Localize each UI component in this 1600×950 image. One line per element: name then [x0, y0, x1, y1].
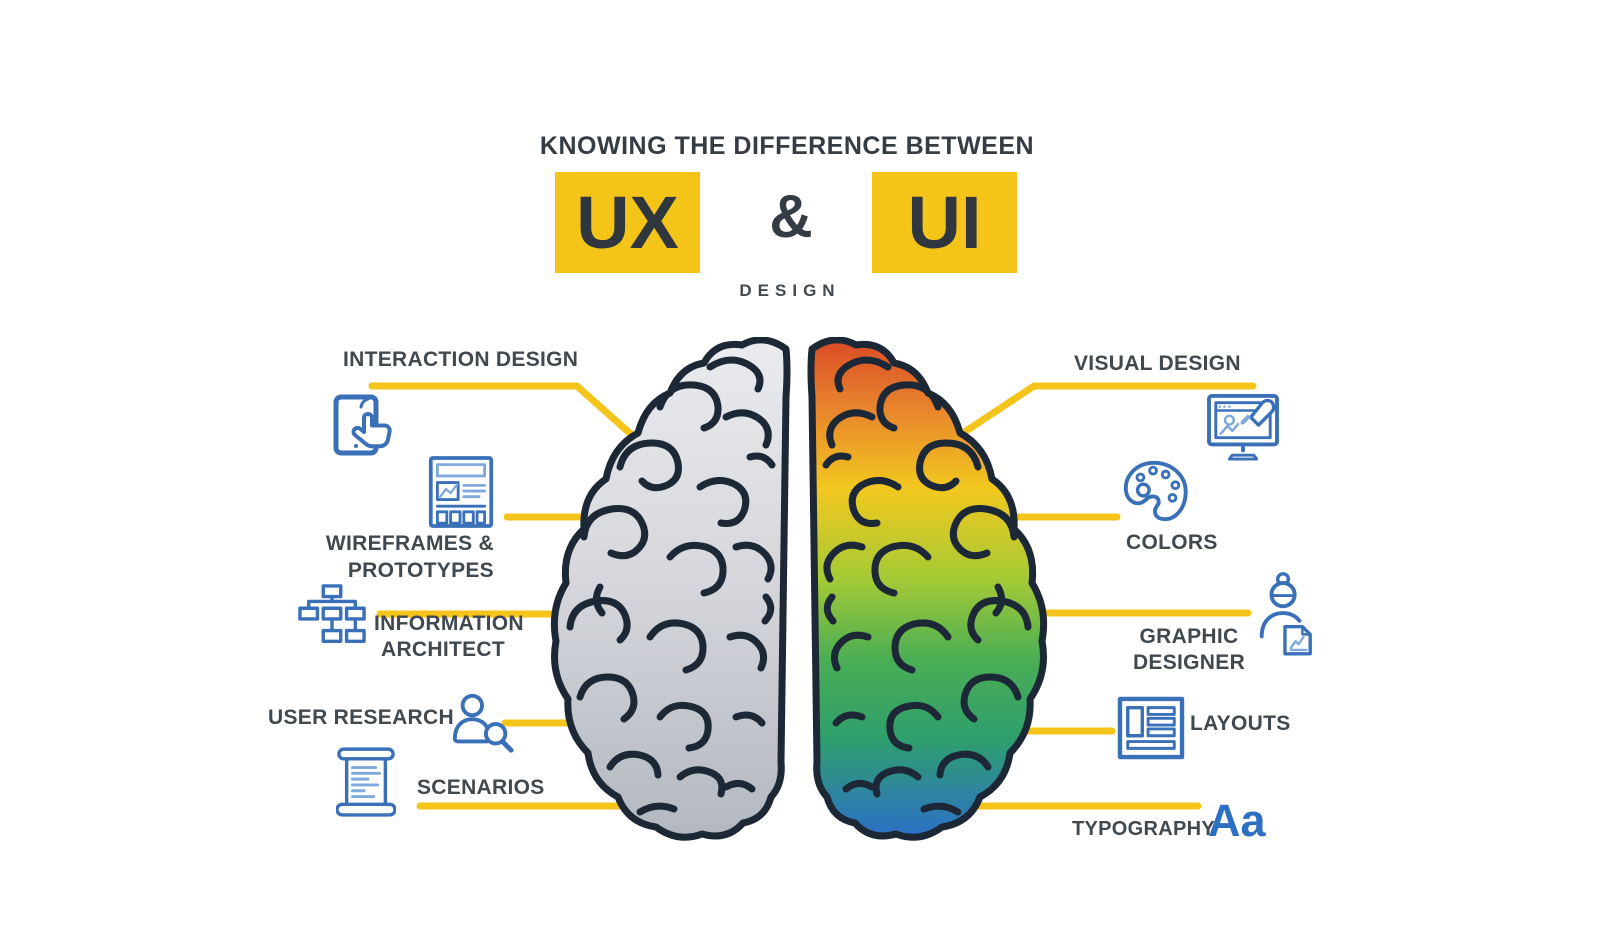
ux-badge: UX — [555, 172, 700, 273]
wireframe-browser-icon — [427, 454, 495, 530]
label-wireframes-line1: WIREFRAMES & — [325, 532, 494, 555]
label-information-line1: INFORMATION — [374, 612, 524, 635]
label-graphic-line2: DESIGNER — [1132, 651, 1246, 674]
label-information-line2: ARCHITECT — [380, 638, 506, 661]
user-search-icon — [448, 690, 518, 758]
brain-right-folds — [822, 356, 1032, 816]
ui-badge: UI — [872, 172, 1017, 273]
kicker-title: KNOWING THE DIFFERENCE BETWEEN — [539, 132, 1035, 160]
sitemap-icon — [297, 583, 367, 651]
label-user-research: USER RESEARCH — [268, 706, 454, 729]
label-wireframes-prototypes: WIREFRAMES & PROTOTYPES — [298, 530, 494, 584]
brain-illustration — [540, 337, 1060, 855]
label-typography: TYPOGRAPHY — [1072, 818, 1216, 840]
label-wireframes-line2: PROTOTYPES — [347, 559, 494, 582]
layout-grid-icon — [1117, 696, 1185, 760]
brain-left-hemisphere — [554, 340, 787, 837]
label-information-architect: INFORMATION ARCHITECT — [374, 611, 524, 663]
ampersand: & — [769, 183, 813, 250]
monitor-paintbrush-icon — [1206, 393, 1280, 461]
label-colors: COLORS — [1126, 531, 1218, 554]
label-scenarios: SCENARIOS — [417, 776, 545, 799]
palette-icon — [1120, 458, 1190, 526]
label-layouts: LAYOUTS — [1190, 712, 1291, 735]
label-interaction-design: INTERACTION DESIGN — [343, 348, 579, 371]
typography-sample: Aa — [1208, 795, 1266, 846]
brain-left-folds — [566, 356, 776, 816]
label-visual-design: VISUAL DESIGN — [1074, 352, 1241, 375]
designer-person-icon — [1252, 570, 1316, 660]
brain-right-hemisphere — [811, 340, 1044, 837]
label-graphic-line1: GRAPHIC — [1139, 625, 1239, 648]
design-subtitle: DESIGN — [739, 281, 841, 300]
scroll-icon — [336, 744, 396, 822]
tablet-touch-icon — [328, 392, 400, 464]
line-visual-design — [956, 382, 1257, 439]
label-graphic-designer: GRAPHIC DESIGNER — [1128, 624, 1250, 676]
